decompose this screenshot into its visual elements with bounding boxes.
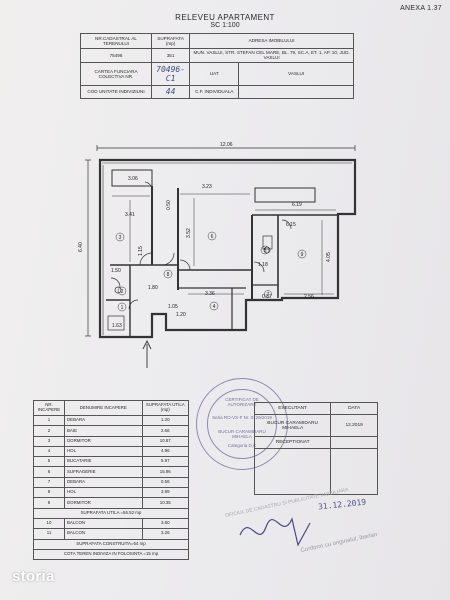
dim-115: 1.15 [138,246,144,256]
cf-individuala-label: C.F. INDIVIDUALA [189,84,240,99]
dim-336: 3.36 [205,291,215,297]
dim-306: 3.06 [128,176,138,182]
executant-date: 12.2019 [330,414,378,437]
dim-619: 6.19 [292,202,302,208]
teren-indiviz: COTA TEREN INDIVIZA IN FOLOSINTA =15 mp [33,548,189,561]
table-row: SUPRAFATA UTILA =56.52 mp [33,507,189,519]
dim-120: 1.20 [176,312,186,318]
rooms-table: NR. INCAPERE DENUMIRE INCAPERE SUPRAFATA… [33,400,189,561]
signature-mark [239,517,311,547]
dim-105: 1.05 [168,304,178,310]
balcony-left [111,169,153,187]
util-total: SUPRAFATA UTILA =56.52 mp [33,507,189,519]
room-num-4: 4 [213,304,216,310]
dim-323: 3.23 [202,184,212,190]
col-name: DENUMIRE INCAPERE [64,400,143,416]
receptionat-label: RECEPTIONAT [253,436,332,449]
cf-value: 70496-C1 [150,62,191,86]
room-num-3: 3 [119,235,122,241]
dim-405: 4.05 [326,252,332,262]
executant-label: EXECUTANT [253,402,332,415]
dim-180: 1.80 [148,285,158,291]
room-num-6: 6 [211,234,214,240]
dim-087: 0.87 [262,294,272,300]
balcony-right [254,187,316,203]
dim-118: 1.18 [258,262,268,268]
room-num-5: 5 [264,248,267,254]
dim-341: 3.41 [125,212,135,218]
room-num-2: 2 [121,289,124,295]
cod-value: 44 [150,84,191,99]
outer-wall [98,158,357,339]
room-num-7: 7 [267,292,270,298]
uat-value: VASLUI [238,62,354,86]
data-label: DATA [330,402,378,415]
cadastral-table: NR.CADASTRAL AL TERENULUI SUPRAFATA (mp)… [80,33,354,99]
table-row: SUPRAFATA CONSTRUITA=64 mp [33,538,189,550]
document-title: RELEVEU APARTAMENT [175,13,275,22]
executant-table: EXECUTANT DATA BUCUR CARAMIDARU MIHAELA … [253,402,378,495]
construit-total: SUPRAFATA CONSTRUITA=64 mp [33,538,189,550]
table-row: COTA TEREN INDIVIZA IN FOLOSINTA =15 mp [33,548,189,561]
scale-label: SC 1:100 [210,22,240,29]
cf-label: CARTEA FUNCIARA COLECTIVA NR. [80,62,152,86]
dim-352: 3.52 [186,228,192,238]
door-arc [139,252,153,266]
executant-name: BUCUR CARAMIDARU MIHAELA [253,414,332,437]
annex-label: ANEXA 1.37 [400,5,442,12]
dim-total-height: 6.40 [78,242,84,252]
col-nr: NR. INCAPERE [33,400,65,416]
dim-163: 1.63 [112,323,122,329]
cf-individuala-value [238,84,354,99]
col-area: SUPRAFATA UTILA (mp) [141,400,189,416]
dim-256: 2.56 [304,294,314,300]
room-num-1: 1 [121,305,124,311]
dim-615: 6.15 [286,222,296,228]
dim-150: 1.50 [111,268,121,274]
room-num-8: 8 [167,272,170,278]
dim-050: 0.50 [166,200,172,210]
dim-total-width: 12.06 [220,142,233,148]
brand-logo: storia [12,568,55,585]
room-num-9: 9 [301,252,304,258]
uat-label: UAT [189,62,240,86]
